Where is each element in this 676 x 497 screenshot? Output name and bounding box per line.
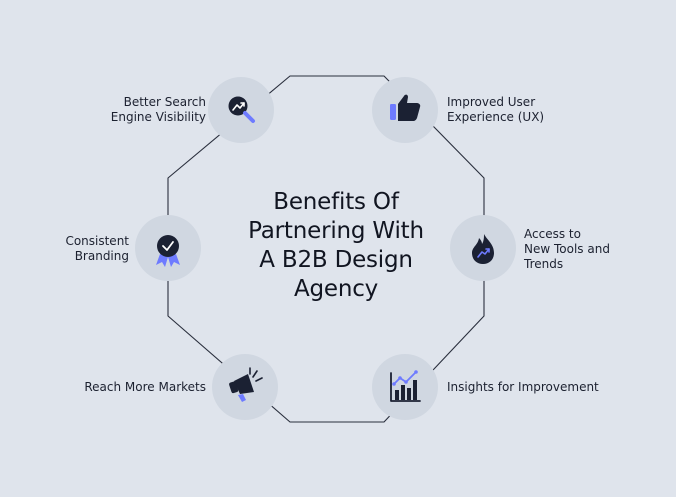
node-tools: [450, 215, 516, 281]
diagram-title: Benefits Of Partnering With A B2B Design…: [222, 188, 450, 304]
title-line: Agency: [293, 276, 379, 302]
label-markets: Reach More Markets: [84, 380, 206, 394]
node-search: [208, 77, 274, 143]
title-line: A B2B Design: [259, 247, 413, 273]
label-ux: Improved User Experience (UX): [447, 95, 545, 124]
node-markets: [212, 354, 278, 420]
label-tools: Access to New Tools and Trends: [524, 227, 610, 271]
label-insights: Insights for Improvement: [447, 380, 599, 394]
thumbs-up-icon: [390, 94, 421, 121]
node-ux: [372, 77, 438, 143]
search-trend-icon: [228, 96, 255, 123]
bar-chart-trend-icon: [390, 370, 421, 402]
badge-check-icon: [156, 235, 180, 267]
title-line: Partnering With: [248, 218, 424, 244]
node-insights: [372, 354, 438, 420]
flame-trend-icon: [472, 234, 494, 264]
label-search: Better Search Engine Visibility: [110, 95, 206, 124]
title-line: Benefits Of: [273, 189, 399, 215]
node-branding: [135, 215, 201, 281]
megaphone-icon: [229, 367, 263, 402]
label-branding: Consistent Branding: [65, 234, 129, 263]
